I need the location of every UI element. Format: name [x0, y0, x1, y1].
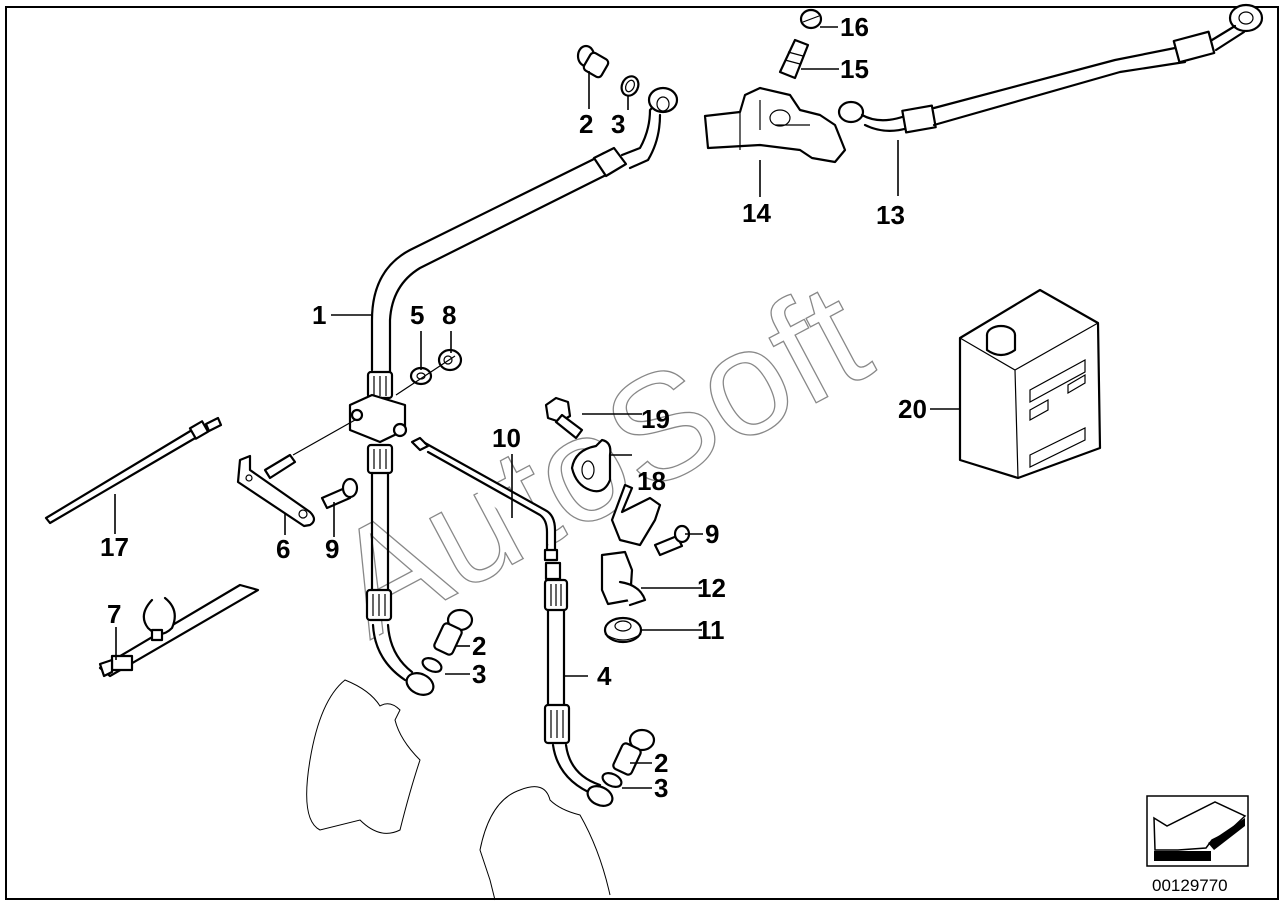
callout-3-left[interactable]: 3	[472, 659, 486, 689]
callout-5[interactable]: 5	[410, 300, 424, 330]
sealing-ring-top[interactable]	[619, 74, 642, 99]
sealing-ring-left[interactable]	[420, 655, 443, 674]
callout-16[interactable]: 16	[840, 12, 869, 42]
cable-clip-strap[interactable]	[98, 583, 260, 678]
callout-3-right[interactable]: 3	[654, 773, 668, 803]
banjo-bolt-right[interactable]	[612, 728, 656, 776]
document-number: 00129770	[1152, 876, 1228, 895]
callout-2-top[interactable]: 2	[579, 109, 593, 139]
callout-9-holder[interactable]: 9	[705, 519, 719, 549]
diagram-frame	[5, 6, 1279, 900]
callout-8[interactable]: 8	[442, 300, 456, 330]
callout-3-top[interactable]: 3	[611, 109, 625, 139]
callout-13[interactable]: 13	[876, 200, 905, 230]
dust-cap[interactable]	[799, 8, 823, 30]
t-piece[interactable]	[348, 393, 408, 475]
assembly-line	[395, 355, 456, 396]
banjo-bolt-top[interactable]	[576, 44, 610, 79]
brake-pipe[interactable]	[410, 436, 562, 581]
callout-12[interactable]: 12	[697, 573, 726, 603]
callout-2-left[interactable]: 2	[472, 631, 486, 661]
callout-10[interactable]: 10	[492, 423, 521, 453]
hex-bolt[interactable]	[544, 396, 584, 440]
callout-9-bracket[interactable]: 9	[325, 534, 339, 564]
leader-lines	[114, 26, 960, 789]
callout-6[interactable]: 6	[276, 534, 290, 564]
callout-2-right[interactable]: 2	[654, 748, 668, 778]
callout-18[interactable]: 18	[637, 466, 666, 496]
callout-17[interactable]: 17	[100, 532, 129, 562]
screw-holder[interactable]	[653, 524, 691, 557]
callout-14[interactable]: 14	[742, 198, 771, 228]
stud-line	[292, 419, 356, 456]
banjo-bolt-left[interactable]	[433, 608, 474, 656]
callout-1[interactable]: 1	[312, 300, 326, 330]
brake-hose-rear[interactable]	[837, 3, 1264, 134]
callout-20[interactable]: 20	[898, 394, 927, 424]
screw-bracket[interactable]	[320, 477, 359, 510]
bleeder-valve[interactable]	[778, 38, 810, 80]
brake-hose-lower[interactable]	[543, 578, 616, 810]
holder[interactable]	[600, 483, 662, 607]
bracket-with-stud[interactable]	[236, 453, 316, 528]
brake-hose-upper[interactable]	[366, 86, 679, 400]
cable-tie[interactable]	[44, 416, 223, 525]
callout-7[interactable]: 7	[107, 599, 121, 629]
callout-19[interactable]: 19	[641, 404, 670, 434]
callout-4[interactable]: 4	[597, 661, 612, 691]
washer[interactable]	[409, 366, 433, 386]
grommet[interactable]	[603, 616, 643, 644]
left-caliper-outline	[306, 679, 421, 834]
callout-11[interactable]: 11	[697, 615, 725, 645]
brake-hose-left-lower	[365, 471, 435, 696]
distributor-piece[interactable]	[703, 86, 847, 164]
sealing-ring-right[interactable]	[600, 770, 623, 789]
callout-15[interactable]: 15	[840, 54, 869, 84]
view-direction-icon	[1146, 795, 1249, 867]
brake-fluid-can[interactable]	[958, 288, 1102, 480]
right-caliper-outline	[479, 786, 611, 901]
